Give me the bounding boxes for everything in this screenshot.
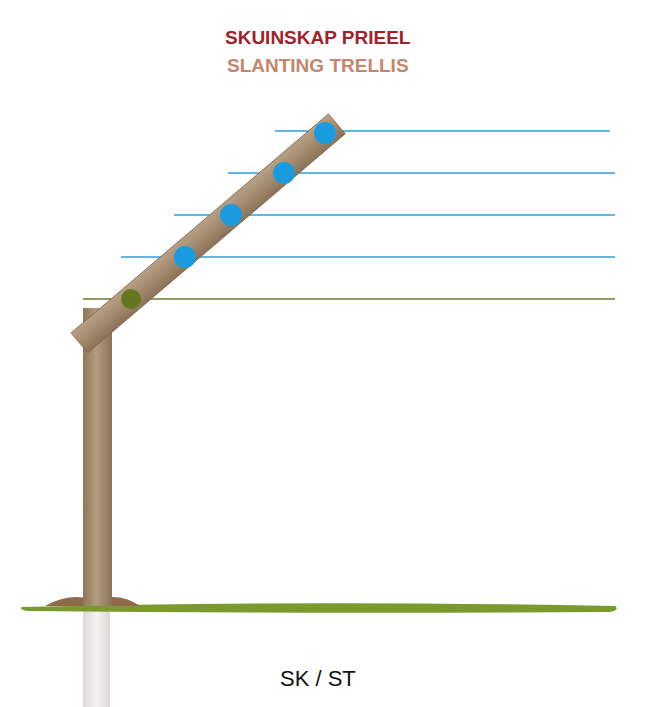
post-underground (83, 605, 110, 707)
cordon-wire (83, 298, 615, 300)
cordon-wire-dot (121, 289, 141, 309)
wire-dot (314, 122, 336, 144)
slanting-arm (71, 114, 345, 353)
caption: SK / ST (278, 666, 358, 692)
wire-dot (174, 246, 196, 268)
title: SKUINSKAP PRIEEL (223, 27, 412, 49)
wire-dot (220, 204, 242, 226)
wire-dot (273, 162, 295, 184)
subtitle: SLANTING TRELLIS (225, 55, 411, 77)
